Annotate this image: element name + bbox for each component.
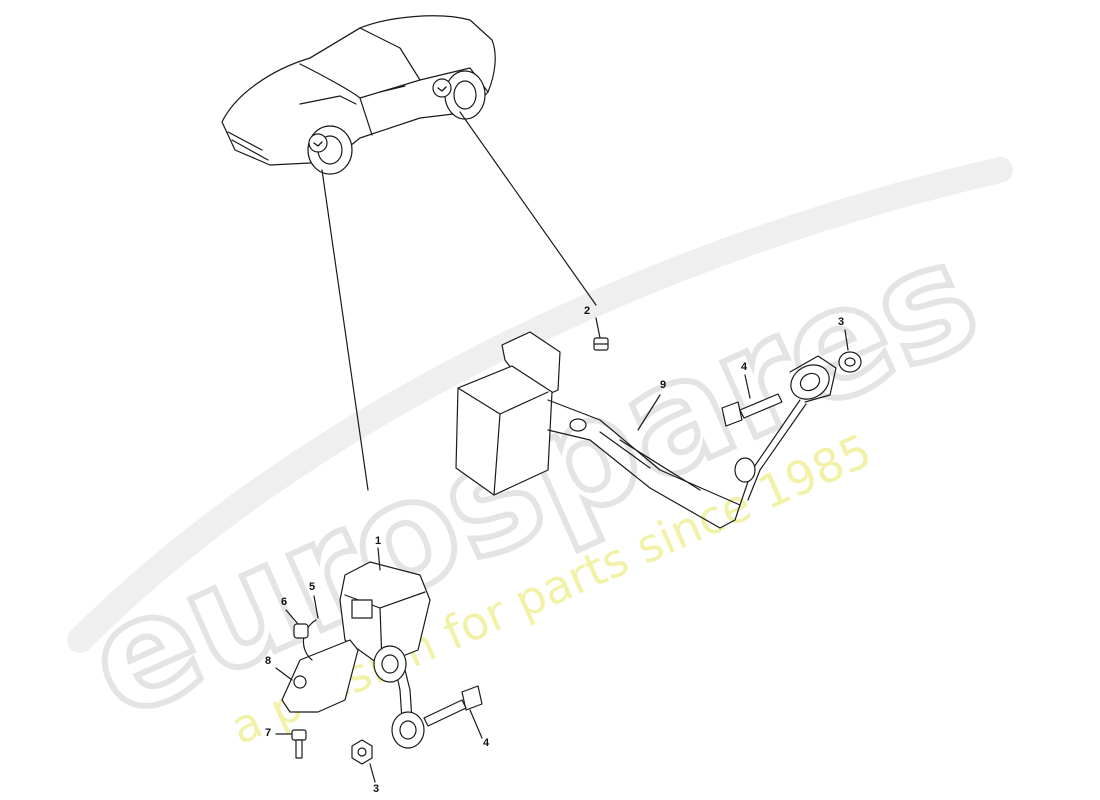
rear-height-sensor: [455, 331, 837, 529]
rear-sensor-marker: [432, 78, 452, 98]
bolt-4-bottom: [423, 685, 483, 727]
callout-9: 9: [659, 379, 667, 391]
nut-6: [293, 623, 309, 639]
bolt-7: [291, 729, 307, 759]
callout-7: 7: [264, 727, 272, 739]
bolt-4-top: [721, 393, 783, 427]
callout-4-bottom: 4: [482, 737, 490, 749]
callout-6: 6: [280, 596, 288, 608]
callout-5: 5: [308, 581, 316, 593]
callout-4-top: 4: [740, 361, 748, 373]
bolt-2: [593, 337, 609, 351]
watermark-swoosh: [67, 157, 1013, 653]
car-illustration: [221, 15, 496, 175]
callout-3-bottom: 3: [372, 783, 380, 795]
front-sensor-marker: [308, 133, 328, 153]
callout-2: 2: [583, 305, 591, 317]
rear-leader-line: [459, 111, 597, 306]
callout-1: 1: [374, 535, 382, 547]
callout-8: 8: [264, 655, 272, 667]
front-height-sensor: [339, 561, 431, 749]
nut-3-top: [838, 351, 862, 373]
callout-3-top: 3: [837, 316, 845, 328]
front-leader-line: [321, 169, 369, 491]
nut-3-bottom: [351, 739, 373, 765]
mounting-bracket: [281, 619, 359, 713]
